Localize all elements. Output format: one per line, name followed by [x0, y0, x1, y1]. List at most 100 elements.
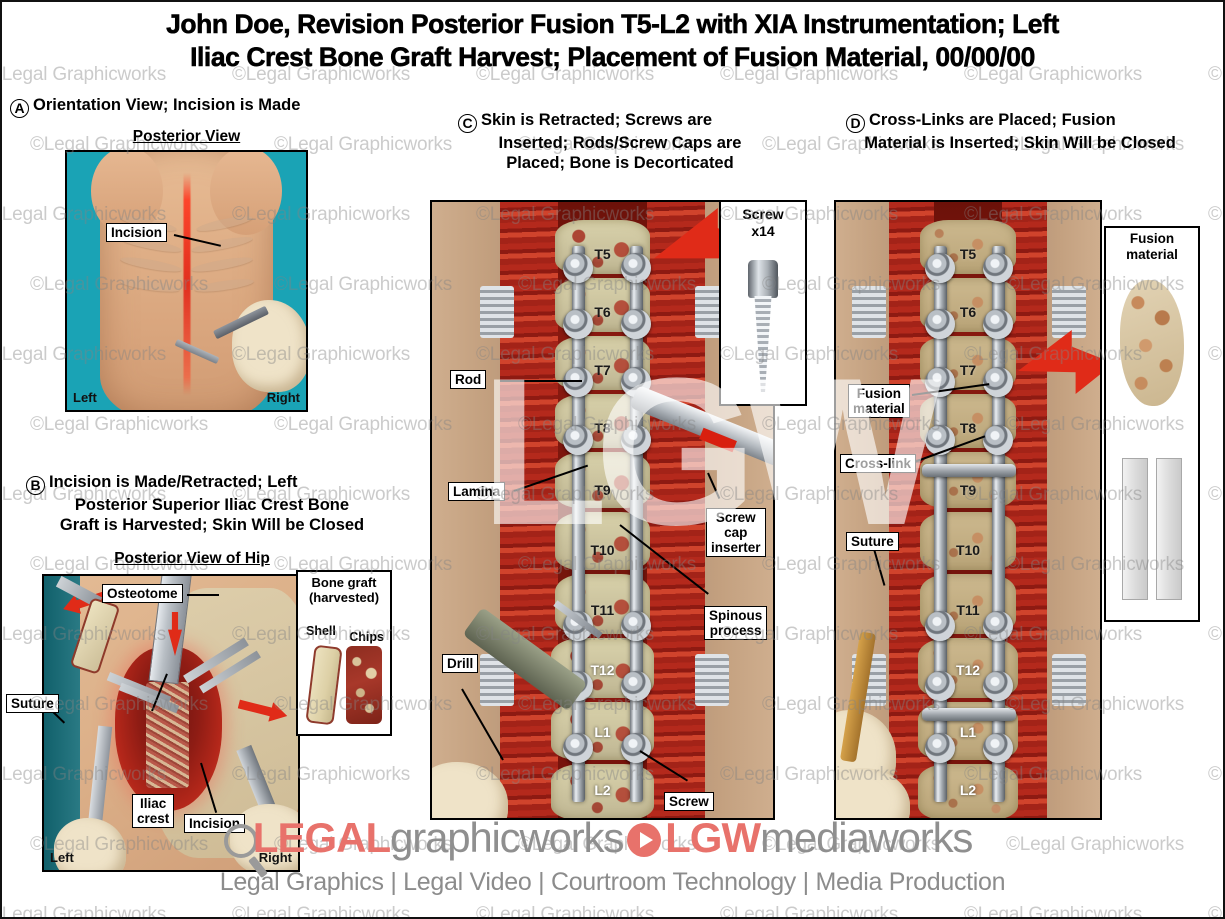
vertebra-label-t6: T6: [594, 304, 611, 320]
title-line-1: John Doe, Revision Posterior Fusion T5-L…: [166, 9, 1060, 40]
pedicle-screw: [563, 367, 593, 397]
panel-c-heading-line-1: Skin is Retracted; Screws are: [481, 111, 713, 129]
watermark-text: ©Legal Graphicworks: [1208, 484, 1223, 505]
vertebra-label-t7: T7: [594, 362, 611, 378]
screw-inset-count: x14: [751, 223, 775, 239]
pedicle-screw: [925, 309, 955, 339]
label-cross-link: Cross-link: [840, 454, 917, 473]
vertebra-label-l2: L2: [594, 782, 611, 798]
label-suture-d: Suture: [846, 532, 899, 551]
bone-graft-title-2: (harvested): [308, 590, 380, 605]
fusion-material-image: [1120, 280, 1184, 406]
vertebra-label-t10: T10: [590, 542, 615, 558]
pedicle-screw: [563, 309, 593, 339]
panel-a-heading-text: Orientation View; Incision is Made: [33, 96, 301, 114]
panel-b-subheading: Posterior View of Hip: [114, 550, 270, 567]
vertebra-label-l2: L2: [959, 782, 977, 798]
pedicle-screw: [983, 733, 1013, 763]
panel-c-letter: C: [458, 114, 477, 133]
watermark-text: ©Legal Graphicworks: [1208, 624, 1223, 645]
label-screw: Screw: [664, 792, 714, 811]
panel-d-heading-line-1: Cross-Links are Placed; Fusion: [869, 111, 1116, 129]
footer-tagline: Legal Graphics | Legal Video | Courtroom…: [219, 868, 1006, 896]
surgeon-glove: [54, 818, 126, 870]
vertebra-label-t12: T12: [955, 662, 981, 678]
pedicle-screw: [983, 425, 1013, 455]
panel-c-heading-line-2: Inserted; Rods/Screw Caps are: [498, 134, 742, 152]
watermark-text: ©Legal Graphicworks: [1208, 764, 1223, 785]
cross-link-upper: [922, 464, 1016, 477]
pedicle-screw: [983, 253, 1013, 283]
watermark-text: ©Legal Graphicworks: [720, 904, 899, 919]
pedicle-screw: [621, 425, 651, 455]
pedicle-screw: [925, 733, 955, 763]
pedicle-screw: [621, 309, 651, 339]
label-rod: Rod: [450, 370, 487, 389]
orientation-left: Left: [50, 850, 74, 865]
pedicle-screw: [563, 253, 593, 283]
retractor-blade: [480, 286, 514, 338]
label-spinous-process: Spinous process: [704, 606, 768, 640]
panel-a-letter: A: [10, 99, 29, 118]
watermark-text: ©Legal Graphicworks: [964, 904, 1143, 919]
fusion-strip-right: [1156, 458, 1182, 600]
screw-shaft-image: [754, 296, 772, 392]
pedicle-screw: [563, 733, 593, 763]
label-lamina: Lamina: [448, 482, 506, 501]
retractor-blade: [1052, 286, 1086, 338]
page-title: John Doe, Revision Posterior Fusion T5-L…: [2, 8, 1223, 74]
vertebra-label-t11: T11: [590, 602, 615, 618]
screw-inset: Screw x14: [719, 200, 807, 406]
panel-b-heading-line-1: Incision is Made/Retracted; Left: [49, 473, 298, 491]
vertebra-label-t12: T12: [590, 662, 615, 678]
orientation-right: Right: [258, 850, 292, 865]
vertebra-label-t9: T9: [959, 482, 977, 498]
logo-legal-text: LEGAL: [252, 814, 391, 861]
pedicle-screw: [925, 253, 955, 283]
vertebra-label-t8: T8: [959, 420, 977, 436]
pedicle-screw: [621, 733, 651, 763]
watermark-text: ©Legal Graphicworks: [1208, 344, 1223, 365]
orientation-left: Left: [73, 390, 97, 405]
watermark-text: ©Legal Graphicworks: [476, 904, 655, 919]
vertebra-label-t7: T7: [959, 362, 977, 378]
fusion-strip-left: [1122, 458, 1148, 600]
vertebra-label-t5: T5: [594, 246, 611, 262]
bone-graft-shell-label: Shell: [306, 624, 336, 638]
watermark-text: ©Legal Graphicworks: [30, 414, 209, 435]
logo-lgw-text: LGW: [665, 814, 761, 861]
watermark-text: ©Legal Graphicworks: [1208, 904, 1223, 919]
retractor-blade: [695, 654, 729, 706]
magnifier-icon: [224, 824, 258, 858]
pedicle-screw: [925, 611, 955, 641]
bone-shell-image: [305, 644, 343, 726]
pedicle-screw: [983, 611, 1013, 641]
bone-chips-image: [346, 646, 382, 724]
pedicle-screw: [621, 671, 651, 701]
vertebra-label-t5: T5: [959, 246, 977, 262]
retractor-blade: [852, 286, 886, 338]
surgeon-glove: [232, 300, 306, 392]
label-screw-cap-inserter: Screw cap inserter: [706, 508, 766, 557]
play-icon: [627, 823, 662, 857]
watermark-text: ©Legal Graphicworks: [274, 414, 453, 435]
panel-b-heading-line-3: Graft is Harvested; Skin Will be Closed: [59, 516, 365, 534]
panel-d-letter: D: [846, 114, 865, 133]
retractor-blade: [1052, 654, 1086, 706]
label-suture-b: Suture: [6, 694, 59, 713]
fusion-material-inset: Fusion material: [1104, 226, 1200, 622]
fusion-inset-title-1: Fusion: [1129, 231, 1175, 246]
panel-d-heading-line-2: Material is Inserted; Skin Will be Close…: [864, 134, 1176, 152]
label-fusion-material-d: Fusion material: [848, 384, 910, 418]
orientation-right: Right: [266, 390, 300, 405]
panel-a-artwork: Left Right: [65, 150, 308, 412]
leader-line: [500, 380, 582, 382]
vertebra-label-t10: T10: [955, 542, 981, 558]
pedicle-screw: [983, 671, 1013, 701]
logo-mediaworks-text: mediaworks: [760, 814, 973, 861]
